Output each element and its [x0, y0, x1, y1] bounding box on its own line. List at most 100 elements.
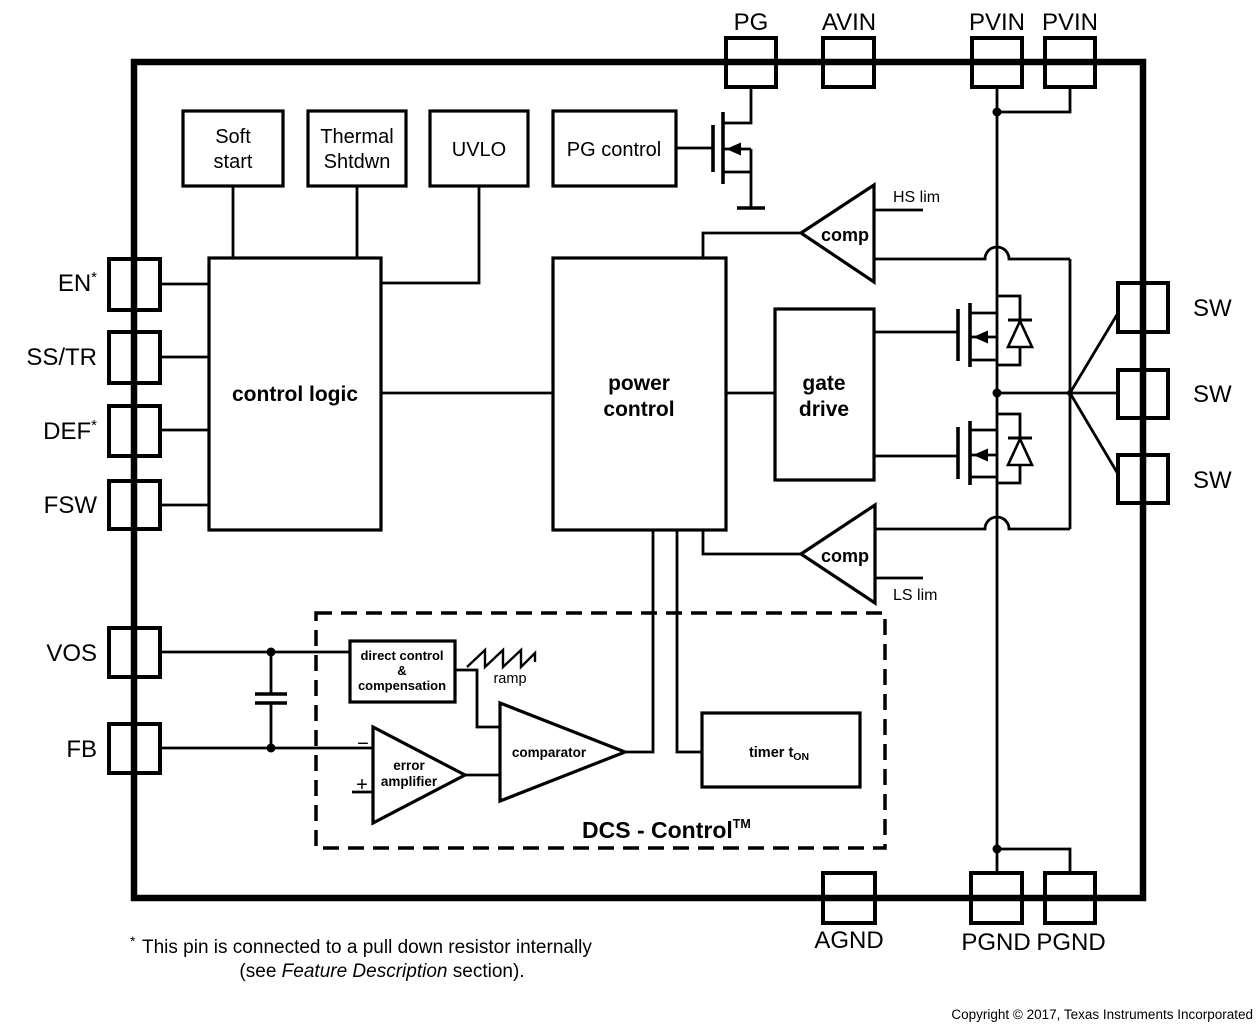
comparator-triangle	[498, 700, 630, 804]
pin-label-pvin2: PVIN	[1042, 9, 1098, 36]
wire-hscomp-out	[701, 231, 801, 258]
control-logic-label: control logic	[232, 383, 358, 406]
junction-dots	[266, 107, 1073, 854]
pg-control-label: PG control	[567, 139, 661, 161]
hsdiode-triangle-icon	[1005, 317, 1035, 349]
ls-comp-label: comp	[821, 546, 869, 566]
junction-dot	[992, 844, 1002, 854]
pin-label-agnd: AGND	[814, 927, 883, 954]
pin-box-agnd	[821, 871, 877, 925]
soft-start-block	[181, 109, 285, 188]
pin-labels: PG AVIN PVIN PVIN EN* SS/TR DEF* FSW VOS…	[26, 9, 1232, 956]
pin-label-sw1: SW	[1193, 295, 1232, 322]
wire-lscomp-out	[701, 530, 801, 556]
timer-ton-block	[700, 711, 862, 789]
erroramp-minus-sign: −	[357, 733, 369, 755]
pin-label-sstr: SS/TR	[26, 344, 97, 371]
pin-box-en	[107, 257, 162, 312]
lsfet-arrow-icon	[973, 448, 988, 462]
wire-pgfet-drain	[723, 87, 753, 125]
wire-timer	[675, 530, 702, 754]
wire-sw-up	[1068, 312, 1120, 394]
junction-dot	[992, 107, 1002, 117]
junction-dot	[266, 743, 276, 753]
pin-label-fb: FB	[66, 736, 97, 763]
function-blocks	[181, 109, 877, 826]
junction-dot	[992, 388, 1002, 398]
pin-box-pg	[724, 36, 778, 89]
pin-label-avin: AVIN	[822, 9, 876, 36]
dcs-control-label: DCS - ControlTM	[582, 817, 751, 843]
pin-box-fb	[107, 722, 162, 775]
wire-sw-down	[1068, 392, 1120, 475]
pin-box-avin	[821, 36, 876, 89]
pin-box-sw1	[1116, 281, 1170, 334]
ramp-waveform-icon	[466, 647, 537, 670]
pin-label-def: DEF*	[43, 417, 97, 445]
timer-ton-label: timer tON	[749, 745, 809, 763]
pgfet-arrow-icon	[726, 142, 741, 156]
wires	[160, 87, 1120, 873]
pin-box-def	[107, 404, 162, 458]
pin-label-sw3: SW	[1193, 467, 1232, 494]
direct-control-label: direct control&compensation	[358, 648, 446, 693]
pg-control-block	[551, 109, 678, 188]
wire-ls-sense-hop	[875, 515, 1070, 531]
pin-box-pvin1	[970, 36, 1024, 89]
uvlo-block	[428, 109, 530, 188]
hs-comp-label: comp	[821, 225, 869, 245]
lsdiode-triangle-icon	[1005, 435, 1035, 467]
pin-boxes	[107, 36, 1170, 925]
pin-box-sw2	[1116, 368, 1170, 420]
junction-dot	[1067, 390, 1073, 396]
footnote-line2: (see Feature Description section).	[239, 961, 524, 982]
pin-label-fsw: FSW	[44, 492, 98, 519]
ramp-label: ramp	[493, 671, 526, 687]
pin-label-vos: VOS	[46, 640, 97, 667]
dcs-control-dashed-box	[314, 611, 887, 850]
wire-uvlo	[381, 186, 481, 285]
ls-lim-label: LS lim	[893, 587, 937, 604]
direct-control-block	[348, 639, 457, 704]
wire-pvin2-branch	[997, 87, 1072, 114]
pin-box-vos	[107, 626, 162, 679]
pin-box-sstr	[107, 330, 162, 385]
pin-label-pgnd2: PGND	[1036, 929, 1105, 956]
wire-comparator-out	[625, 530, 655, 754]
pin-box-sw3	[1116, 453, 1170, 505]
hsfet-arrow-icon	[973, 330, 988, 344]
gate-drive-block	[773, 307, 876, 482]
uvlo-label: UVLO	[452, 139, 506, 161]
hs-comp-triangle	[798, 182, 876, 286]
comparator-label: comparator	[512, 745, 587, 760]
wire-pgnd2-branch	[997, 847, 1072, 873]
pin-box-fsw	[107, 479, 162, 531]
copyright-notice: Copyright © 2017, Texas Instruments Inco…	[951, 1007, 1253, 1022]
pin-label-pg: PG	[734, 9, 769, 36]
pin-box-pvin2	[1043, 36, 1097, 89]
hs-lim-label: HS lim	[893, 189, 940, 206]
erroramp-plus-sign: +	[356, 774, 368, 796]
footnote: * This pin is connected to a pull down r…	[130, 933, 592, 982]
pin-label-pgnd1: PGND	[961, 929, 1030, 956]
pin-label-en: EN*	[58, 269, 97, 297]
error-amplifier-triangle	[371, 724, 469, 826]
ls-comp-triangle	[798, 502, 877, 606]
power-control-block	[551, 256, 728, 532]
wire-hs-sense-hop	[874, 245, 1070, 261]
mosfets	[711, 112, 1035, 485]
control-logic-block	[207, 256, 383, 532]
footnote-asterisk: *	[130, 933, 136, 949]
pin-label-sw2: SW	[1193, 381, 1232, 408]
footnote-line1: This pin is connected to a pull down res…	[142, 937, 592, 958]
junction-dot	[266, 647, 276, 657]
wire-ramp	[455, 668, 500, 729]
